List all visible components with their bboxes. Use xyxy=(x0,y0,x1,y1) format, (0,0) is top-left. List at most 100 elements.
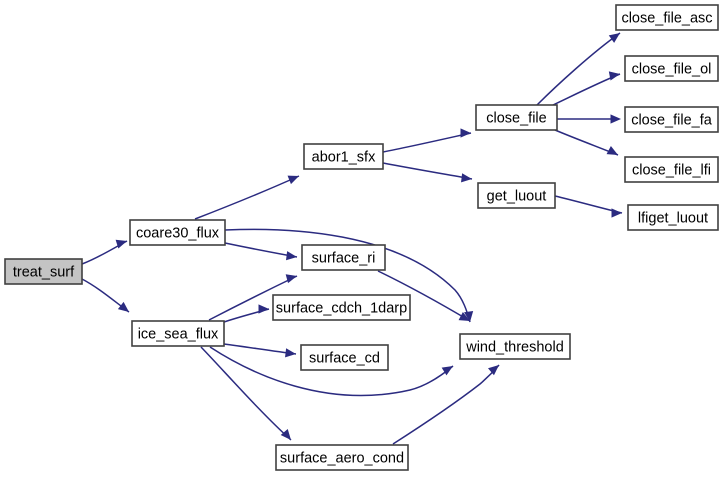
node-box-surface_cdch_1darp[interactable] xyxy=(272,294,411,321)
node-box-lfiget_luout[interactable] xyxy=(627,204,719,231)
node-box-abor1_sfx[interactable] xyxy=(303,143,384,170)
edge-ice_sea_flux-to-surface_cdch_1darp xyxy=(223,304,270,323)
node-box-surface_ri[interactable] xyxy=(301,244,386,271)
arrowhead-icon xyxy=(606,146,618,155)
node-wind_threshold[interactable]: wind_threshold xyxy=(459,333,571,360)
node-label-treat_surf: treat_surf xyxy=(13,264,75,280)
node-surface_cd[interactable]: surface_cd xyxy=(300,344,389,371)
edge-line xyxy=(392,364,500,445)
node-box-ice_sea_flux[interactable] xyxy=(131,320,225,347)
arrowhead-icon xyxy=(441,366,453,376)
node-label-surface_ri: surface_ri xyxy=(312,250,376,266)
edge-get_luout-to-lfiget_luout xyxy=(554,195,623,218)
arrowhead-icon xyxy=(460,128,471,138)
arrowhead-icon xyxy=(117,301,129,312)
edge-line xyxy=(224,228,471,323)
arrowhead-icon xyxy=(287,175,299,185)
node-surface_aero_cond[interactable]: surface_aero_cond xyxy=(275,444,409,471)
node-label-close_file_lfi: close_file_lfi xyxy=(632,162,711,178)
nodes-layer: treat_surf coare30_flux ice_sea_flux abor1_… xyxy=(4,4,719,471)
node-label-coare30_flux: coare30_flux xyxy=(136,225,220,241)
edge-line xyxy=(224,242,298,258)
node-label-close_file_fa: close_file_fa xyxy=(631,112,713,128)
node-box-close_file_fa[interactable] xyxy=(624,106,719,133)
arrowhead-icon xyxy=(115,239,127,249)
node-close_file_asc[interactable]: close_file_asc xyxy=(615,4,719,31)
arrowhead-icon xyxy=(458,312,470,321)
edge-coare30_flux-to-abor1_sfx xyxy=(194,175,300,220)
arrowhead-icon xyxy=(286,251,297,261)
edges-layer xyxy=(81,32,623,445)
node-label-ice_sea_flux: ice_sea_flux xyxy=(138,326,219,342)
edge-close_file-to-close_file_fa xyxy=(557,114,621,124)
node-label-abor1_sfx: abor1_sfx xyxy=(312,149,376,165)
node-label-wind_threshold: wind_threshold xyxy=(465,339,564,355)
node-close_file[interactable]: close_file xyxy=(475,104,558,131)
node-close_file_fa[interactable]: close_file_fa xyxy=(624,106,719,133)
edge-abor1_sfx-to-get_luout xyxy=(382,162,473,183)
arrowhead-icon xyxy=(608,71,620,81)
arrowhead-icon xyxy=(608,33,620,43)
arrowhead-icon xyxy=(488,365,499,376)
node-treat_surf[interactable]: treat_surf xyxy=(4,258,83,285)
edge-line xyxy=(382,162,473,180)
node-box-surface_aero_cond[interactable] xyxy=(275,444,409,471)
node-box-coare30_flux[interactable] xyxy=(129,219,226,246)
edge-surface_ri-to-wind_threshold xyxy=(377,270,471,322)
node-abor1_sfx[interactable]: abor1_sfx xyxy=(303,143,384,170)
node-box-wind_threshold[interactable] xyxy=(459,333,571,360)
node-box-treat_surf[interactable] xyxy=(4,258,83,285)
edge-treat_surf-to-coare30_flux xyxy=(81,239,128,265)
edge-line xyxy=(200,346,292,441)
arrowhead-icon xyxy=(610,114,621,124)
node-lfiget_luout[interactable]: lfiget_luout xyxy=(627,204,719,231)
node-box-close_file[interactable] xyxy=(475,104,558,131)
node-label-surface_cd: surface_cd xyxy=(309,350,380,366)
edge-ice_sea_flux-to-surface_aero_cond xyxy=(200,346,292,441)
node-surface_ri[interactable]: surface_ri xyxy=(301,244,386,271)
arrowhead-icon xyxy=(611,208,622,218)
node-close_file_ol[interactable]: close_file_ol xyxy=(624,55,719,82)
edge-close_file-to-close_file_lfi xyxy=(554,129,619,156)
edge-line xyxy=(536,32,621,106)
node-close_file_lfi[interactable]: close_file_lfi xyxy=(624,156,719,183)
node-label-close_file_ol: close_file_ol xyxy=(632,61,712,77)
arrowhead-icon xyxy=(285,274,297,284)
edge-treat_surf-to-ice_sea_flux xyxy=(81,278,130,313)
edge-line xyxy=(382,132,472,153)
edge-ice_sea_flux-to-wind_threshold xyxy=(209,346,454,397)
edge-coare30_flux-to-surface_ri xyxy=(224,242,298,261)
node-box-get_luout[interactable] xyxy=(477,182,556,209)
edge-line xyxy=(223,343,297,355)
arrowhead-icon xyxy=(464,310,474,322)
node-box-close_file_ol[interactable] xyxy=(624,55,719,82)
node-box-close_file_asc[interactable] xyxy=(615,4,719,31)
arrowhead-icon xyxy=(280,429,291,440)
edge-line xyxy=(552,73,621,106)
arrowhead-icon xyxy=(461,173,472,183)
node-box-close_file_lfi[interactable] xyxy=(624,156,719,183)
node-coare30_flux[interactable]: coare30_flux xyxy=(129,219,226,246)
node-label-surface_cdch_1darp: surface_cdch_1darp xyxy=(276,300,407,316)
node-label-get_luout: get_luout xyxy=(487,188,547,204)
node-label-lfiget_luout: lfiget_luout xyxy=(638,210,708,226)
edge-coare30_flux-to-wind_threshold xyxy=(224,228,474,323)
edge-surface_aero_cond-to-wind_threshold xyxy=(392,364,500,445)
node-get_luout[interactable]: get_luout xyxy=(477,182,556,209)
edge-ice_sea_flux-to-surface_cd xyxy=(223,343,297,358)
node-label-surface_aero_cond: surface_aero_cond xyxy=(280,450,404,466)
arrowhead-icon xyxy=(258,304,269,314)
edge-line xyxy=(209,346,454,397)
node-label-close_file_asc: close_file_asc xyxy=(621,10,712,26)
node-ice_sea_flux[interactable]: ice_sea_flux xyxy=(131,320,225,347)
node-label-close_file: close_file xyxy=(486,110,546,126)
node-box-surface_cd[interactable] xyxy=(300,344,389,371)
edge-close_file-to-close_file_asc xyxy=(536,32,621,106)
node-surface_cdch_1darp[interactable]: surface_cdch_1darp xyxy=(272,294,411,321)
edge-close_file-to-close_file_ol xyxy=(552,71,621,106)
edge-line xyxy=(194,175,300,220)
arrowhead-icon xyxy=(285,348,296,358)
edge-abor1_sfx-to-close_file xyxy=(382,128,472,153)
